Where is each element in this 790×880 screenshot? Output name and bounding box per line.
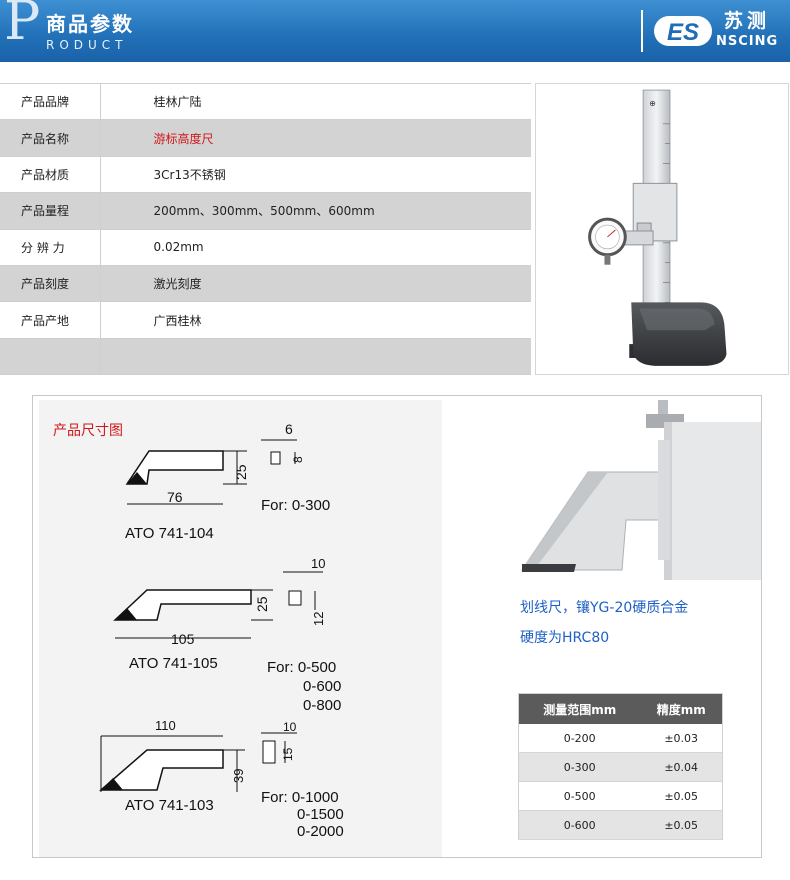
scriber-drawing-3: 110 39 10 15 ATO 741-103 For: 0-1000 0-1… <box>98 718 344 840</box>
dim-width-2: 10 <box>311 556 325 571</box>
spec-value: 广西桂林 <box>100 301 531 339</box>
precision-table-header: 测量范围mm 精度mm <box>518 693 723 724</box>
dim-width-3: 10 <box>283 720 297 734</box>
for-range-2: For: 0-500 <box>267 659 336 676</box>
brand-name-cn: 苏测 <box>724 10 771 32</box>
range-cell: 0-300 <box>518 752 641 782</box>
dimension-drawing: 产品尺寸图 25 76 6 8 For: 0-300 ATO 741-104 1… <box>39 400 442 857</box>
spec-label: 产品量程 <box>0 192 101 230</box>
height-gauge-photo: ⊕ <box>535 83 789 375</box>
spec-label <box>0 338 101 376</box>
precision-row: 0-200±0.03 <box>518 724 723 753</box>
range-3-b: 0-2000 <box>297 823 344 840</box>
brand-logo-text: ES <box>667 19 699 46</box>
spec-row <box>0 338 531 376</box>
range-2-b: 0-800 <box>303 697 341 714</box>
model-1: ATO 741-104 <box>125 525 214 542</box>
model-3: ATO 741-103 <box>125 797 214 814</box>
spec-value: 游标高度尺 <box>100 119 531 157</box>
range-cell: 0-500 <box>518 781 641 811</box>
header-range: 测量范围mm <box>518 693 641 724</box>
spec-value: 桂林广陆 <box>100 82 531 121</box>
spec-row: 产品刻度激光刻度 <box>0 265 531 303</box>
brand-name-en: NSCING <box>716 34 779 49</box>
spec-row: 产品产地广西桂林 <box>0 301 531 339</box>
precision-cell: ±0.03 <box>640 724 723 753</box>
header-big-letter: P <box>4 0 41 52</box>
gauge-brand-mark: ⊕ <box>649 99 656 108</box>
brand-logo-icon: ES <box>654 16 712 46</box>
spec-value <box>100 338 531 376</box>
spec-value: 激光刻度 <box>100 265 531 303</box>
precision-row: 0-600±0.05 <box>518 810 723 840</box>
model-2: ATO 741-105 <box>129 655 218 672</box>
scriber-caption-line1: 划线尺，镶YG-20硬质合金 <box>520 600 689 616</box>
precision-cell: ±0.04 <box>640 752 723 782</box>
header-precision: 精度mm <box>640 693 723 724</box>
spec-row: 产品名称游标高度尺 <box>0 119 531 157</box>
precision-cell: ±0.05 <box>640 810 723 840</box>
range-cell: 0-600 <box>518 810 641 840</box>
dim-length-3: 110 <box>155 718 176 733</box>
dim-length-2: 105 <box>171 631 195 647</box>
precision-cell: ±0.05 <box>640 781 723 811</box>
scriber-drawing-1: 25 76 6 8 For: 0-300 ATO 741-104 <box>125 421 330 542</box>
scriber-block-photo <box>520 400 761 582</box>
precision-row: 0-300±0.04 <box>518 752 723 782</box>
for-range-3: For: 0-1000 <box>261 789 339 806</box>
dim-thick-2: 12 <box>311 612 326 626</box>
spec-label: 产品品牌 <box>0 82 101 121</box>
range-cell: 0-200 <box>518 724 641 753</box>
drawing-title: 产品尺寸图 <box>53 423 123 439</box>
header-title: 商品参数 <box>46 12 134 36</box>
dim-length-1: 76 <box>167 489 183 505</box>
dim-height-1: 25 <box>233 464 249 480</box>
spec-label: 产品产地 <box>0 301 101 339</box>
dim-height-2: 25 <box>254 596 270 612</box>
header-subtitle: RODUCT <box>46 38 128 52</box>
dim-width-1: 6 <box>285 421 293 437</box>
scriber-drawing-2: 105 25 10 12 ATO 741-105 For: 0-500 0-60… <box>113 556 341 714</box>
precision-row: 0-500±0.05 <box>518 781 723 811</box>
dim-thick-1: 8 <box>291 456 305 463</box>
header-divider <box>641 10 643 52</box>
spec-value: 200mm、300mm、500mm、600mm <box>100 192 531 230</box>
spec-value: 0.02mm <box>100 229 531 266</box>
page-header: P 商品参数 RODUCT ES 苏测 NSCING <box>0 0 790 62</box>
spec-label: 产品材质 <box>0 156 101 194</box>
for-range-1: For: 0-300 <box>261 497 330 514</box>
range-2-a: 0-600 <box>303 678 341 695</box>
range-3-a: 0-1500 <box>297 806 344 823</box>
spec-value: 3Cr13不锈钢 <box>100 156 531 194</box>
spec-label: 产品名称 <box>0 119 101 157</box>
spec-row: 产品品牌桂林广陆 <box>0 82 531 121</box>
spec-label: 分 辨 力 <box>0 229 101 266</box>
spec-label: 产品刻度 <box>0 265 101 303</box>
dim-thick-3: 15 <box>281 747 295 761</box>
dim-height-3: 39 <box>231 769 246 783</box>
scriber-caption-line2: 硬度为HRC80 <box>520 630 610 646</box>
